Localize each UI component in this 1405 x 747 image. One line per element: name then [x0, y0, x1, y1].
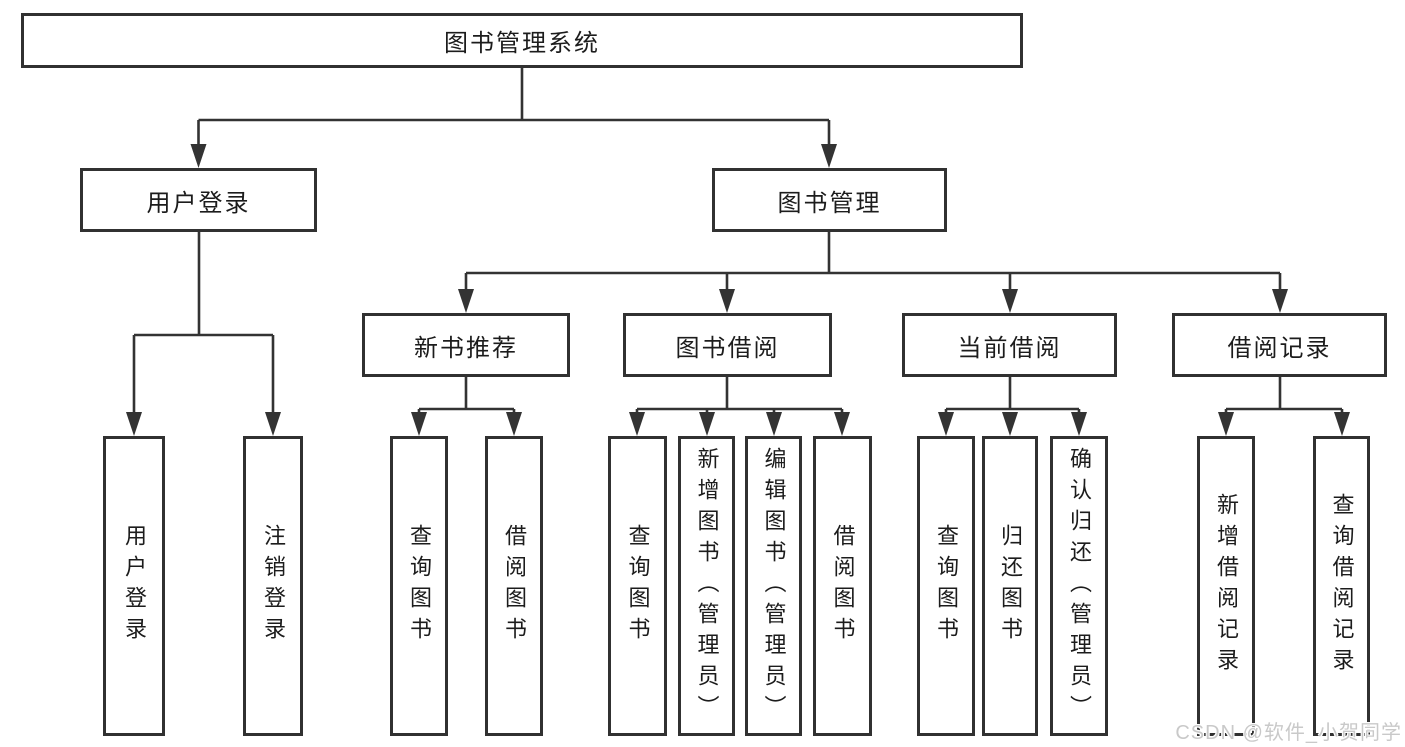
watermark: CSDN @软件_小贺同学 — [1175, 722, 1402, 744]
node-current-borrow: 当前借阅 — [902, 313, 1117, 377]
leaf-user-login: 用户登录 — [103, 436, 165, 736]
leaf-current-confirm-return-admin: 确认归还（管理员） — [1050, 436, 1108, 736]
node-borrow-records: 借阅记录 — [1172, 313, 1387, 377]
leaf-recommend-borrow-books: 借阅图书 — [485, 436, 543, 736]
leaf-logout: 注销登录 — [243, 436, 303, 736]
leaf-records-query-record: 查询借阅记录 — [1313, 436, 1370, 736]
leaf-borrow-add-books-admin: 新增图书（管理员） — [678, 436, 735, 736]
leaf-current-query-books: 查询图书 — [917, 436, 975, 736]
node-library-system: 图书管理系统 — [21, 13, 1023, 68]
leaf-recommend-query-books: 查询图书 — [390, 436, 448, 736]
node-new-book-recommend: 新书推荐 — [362, 313, 570, 377]
node-user-login: 用户登录 — [80, 168, 317, 232]
leaf-current-return-books: 归还图书 — [982, 436, 1038, 736]
leaf-records-add-record: 新增借阅记录 — [1197, 436, 1255, 736]
node-book-management: 图书管理 — [712, 168, 947, 232]
leaf-borrow-borrow-books: 借阅图书 — [813, 436, 872, 736]
leaf-borrow-query-books: 查询图书 — [608, 436, 667, 736]
node-book-borrow: 图书借阅 — [623, 313, 832, 377]
leaf-borrow-edit-books-admin: 编辑图书（管理员） — [745, 436, 802, 736]
